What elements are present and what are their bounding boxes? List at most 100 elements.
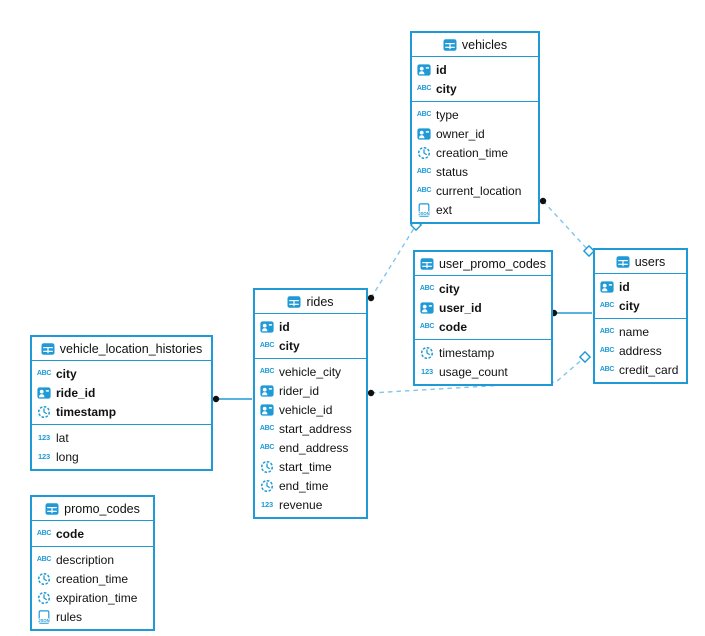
- table-vehicles[interactable]: vehicles id ABC city ABC type owner_id: [410, 31, 540, 224]
- columns-section: ABC type owner_id creation_time ABC stat…: [412, 102, 538, 222]
- abc-text-icon: ABC: [416, 110, 432, 118]
- clock-icon: [37, 405, 51, 419]
- column-row: start_time: [255, 457, 366, 476]
- column-row: timestamp: [32, 402, 211, 421]
- column-row: expiration_time: [32, 588, 153, 607]
- table-grid-icon: [41, 342, 55, 356]
- column-row: ABC city: [412, 79, 538, 98]
- number-123-icon: 123: [38, 451, 50, 461]
- relationship-vehicles-to-users[interactable]: [542, 200, 590, 252]
- column-name: usage_count: [439, 364, 508, 379]
- column-name: expiration_time: [56, 590, 138, 605]
- fk-endpoint-dot: [367, 389, 375, 397]
- column-row: JSON rules: [32, 607, 153, 626]
- contact-card-icon: [37, 386, 51, 400]
- column-row: ABC code: [415, 317, 551, 336]
- key-columns-section: ABC code: [32, 521, 153, 547]
- key-columns-section: id ABC city: [412, 57, 538, 102]
- key-columns-section: id ABC city: [255, 314, 366, 359]
- key-columns-section: ABC city user_id ABC code: [415, 276, 551, 340]
- table-user-promo-codes[interactable]: user_promo_codes ABC city user_id ABC co…: [413, 250, 553, 386]
- abc-text-icon: ABC: [416, 84, 432, 92]
- table-vehicle-location-histories[interactable]: vehicle_location_histories ABC city ride…: [30, 335, 213, 471]
- column-row: vehicle_id: [255, 400, 366, 419]
- column-row: 123 usage_count: [415, 362, 551, 381]
- column-row: ABC current_location: [412, 181, 538, 200]
- table-users[interactable]: users id ABC city ABC name ABC address A…: [593, 248, 688, 384]
- abc-text-icon: ABC: [599, 327, 615, 335]
- table-promo-codes[interactable]: promo_codes ABC code ABC description cre…: [30, 495, 155, 631]
- column-row: ABC city: [415, 279, 551, 298]
- column-row: ABC status: [412, 162, 538, 181]
- table-grid-icon: [420, 257, 434, 271]
- column-row: ABC description: [32, 550, 153, 569]
- column-name: ride_id: [56, 385, 96, 400]
- columns-section: ABC vehicle_city rider_id vehicle_id ABC…: [255, 359, 366, 517]
- column-name: rules: [56, 609, 83, 624]
- clock-icon: [417, 146, 431, 160]
- column-name: timestamp: [56, 404, 117, 419]
- pk-endpoint-diamond: [578, 350, 592, 364]
- columns-section: ABC description creation_time expiration…: [32, 547, 153, 629]
- column-name: city: [436, 81, 457, 96]
- column-name: description: [56, 552, 115, 567]
- column-row: id: [412, 60, 538, 79]
- column-name: id: [279, 319, 290, 334]
- clock-icon: [260, 479, 274, 493]
- column-row: 123 long: [32, 447, 211, 466]
- column-name: city: [56, 366, 77, 381]
- number-123-icon: 123: [261, 499, 273, 509]
- column-row: ABC code: [32, 524, 153, 543]
- column-row: JSON ext: [412, 200, 538, 219]
- table-grid-icon: [287, 295, 301, 309]
- column-name: id: [436, 62, 447, 77]
- contact-card-icon: [260, 384, 274, 398]
- column-name: id: [619, 279, 630, 294]
- relationship-rides-to-vehicles[interactable]: [370, 224, 417, 299]
- fk-endpoint-dot: [539, 197, 547, 205]
- abc-text-icon: ABC: [416, 167, 432, 175]
- abc-text-icon: ABC: [599, 301, 615, 309]
- column-row: ABC city: [595, 296, 686, 315]
- table-header: user_promo_codes: [415, 252, 551, 276]
- column-row: owner_id: [412, 124, 538, 143]
- contact-card-icon: [417, 63, 431, 77]
- column-row: ABC address: [595, 341, 686, 360]
- column-name: creation_time: [436, 145, 509, 160]
- column-row: end_time: [255, 476, 366, 495]
- abc-text-icon: ABC: [419, 284, 435, 292]
- contact-card-icon: [420, 301, 434, 315]
- abc-text-icon: ABC: [419, 322, 435, 330]
- column-name: creation_time: [56, 571, 129, 586]
- column-row: rider_id: [255, 381, 366, 400]
- clock-icon: [260, 460, 274, 474]
- abc-text-icon: ABC: [36, 369, 52, 377]
- column-row: 123 revenue: [255, 495, 366, 514]
- column-row: timestamp: [415, 343, 551, 362]
- column-row: ABC credit_card: [595, 360, 686, 379]
- column-name: revenue: [279, 497, 323, 512]
- column-name: city: [619, 298, 640, 313]
- relationship-rides-to-users[interactable]: [370, 356, 586, 394]
- column-row: id: [255, 317, 366, 336]
- column-name: name: [619, 324, 650, 339]
- column-name: timestamp: [439, 345, 495, 360]
- table-grid-icon: [45, 502, 59, 516]
- contact-card-icon: [260, 403, 274, 417]
- column-name: end_time: [279, 478, 329, 493]
- table-name: user_promo_codes: [438, 256, 546, 271]
- column-row: ABC type: [412, 105, 538, 124]
- abc-text-icon: ABC: [416, 186, 432, 194]
- column-name: long: [56, 449, 79, 464]
- table-name: users: [634, 254, 666, 269]
- column-row: ABC city: [255, 336, 366, 355]
- table-rides[interactable]: rides id ABC city ABC vehicle_city rider…: [253, 288, 368, 519]
- contact-card-icon: [260, 320, 274, 334]
- column-name: ext: [436, 202, 453, 217]
- key-columns-section: id ABC city: [595, 274, 686, 319]
- clock-icon: [420, 346, 434, 360]
- table-name: rides: [306, 294, 334, 309]
- columns-section: timestamp 123 usage_count: [415, 340, 551, 384]
- column-name: vehicle_city: [279, 364, 342, 379]
